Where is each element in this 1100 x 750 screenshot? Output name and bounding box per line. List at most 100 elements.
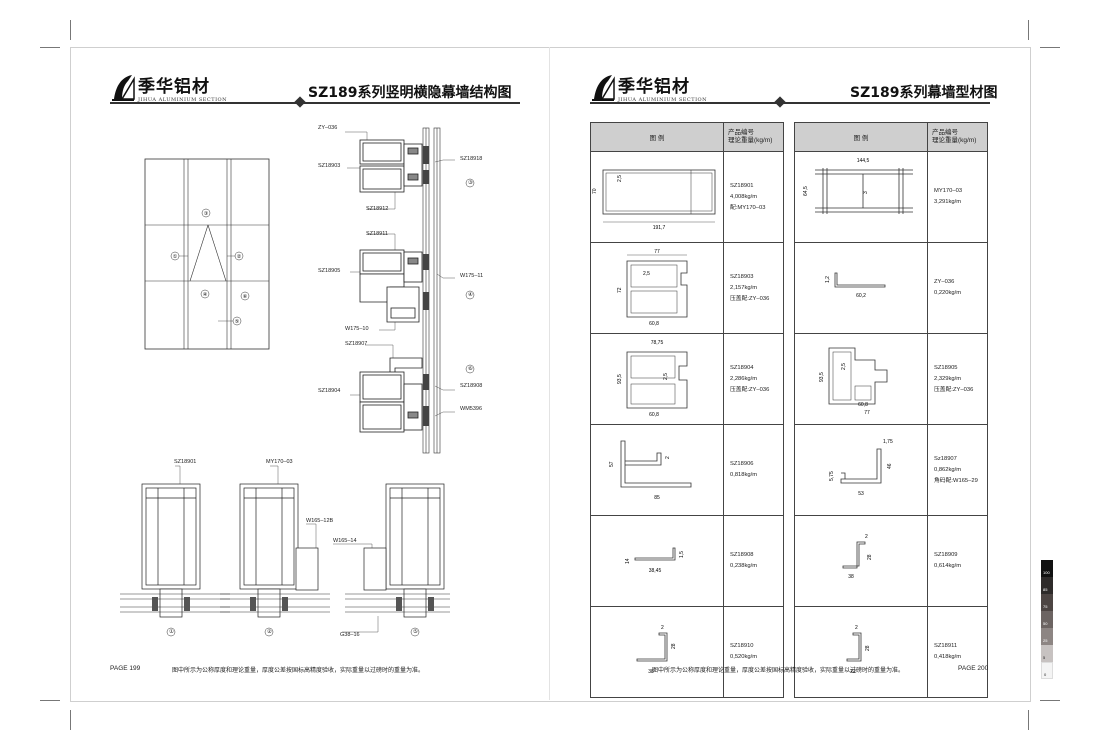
curtain-wall-elevation: ③ ① ② ④ ⑥ ⑤ xyxy=(144,158,270,350)
label-sz18904: SZ18904 xyxy=(318,388,341,394)
swatch: 85 xyxy=(1041,577,1053,594)
profile-code: SZ18904 xyxy=(730,364,754,371)
label-sz18911: SZ18911 xyxy=(366,231,388,237)
dim-label: 77 xyxy=(654,249,660,255)
dim-label: 85 xyxy=(654,495,660,501)
col-code: 产品编号 理论重量(kg/m) xyxy=(723,122,784,152)
crop-mark xyxy=(1028,710,1029,730)
label-sz18907: SZ18907 xyxy=(345,341,368,347)
profile-drawing: 144,5 64,5 3 xyxy=(794,151,928,243)
profile-drawing: 2 28 22 xyxy=(794,606,928,698)
profile-info: SZ18903 2,157kg/m 压盖配:ZY–036 xyxy=(723,242,784,334)
dim-label: 46 xyxy=(887,463,893,469)
crop-mark xyxy=(70,710,71,730)
elevation-mark: ⑤ xyxy=(235,319,240,325)
horizontal-section-drawing xyxy=(120,465,450,637)
swatch: 25 xyxy=(1041,628,1053,645)
dim-label: 77 xyxy=(864,410,870,416)
profile-weight: 2,157kg/m xyxy=(730,284,758,291)
col-legend: 图 例 xyxy=(794,122,928,152)
dim-label: 53 xyxy=(858,491,864,497)
profile-extra: 角码配:W165–29 xyxy=(934,477,978,484)
label-w175-11: W175–11 xyxy=(460,273,484,279)
dim-label: 60,8 xyxy=(649,412,659,418)
title-rule xyxy=(110,102,520,104)
brand-logo-right: 季华铝材 JIHUA ALUMINIUM SECTION xyxy=(590,72,707,103)
profile-code: SZ18910 xyxy=(730,643,754,649)
profile-weight: 0,862kg/m xyxy=(934,466,962,473)
profile-drawing: 1,2 60,2 xyxy=(794,242,928,334)
dim-label: 2 xyxy=(665,456,671,459)
profile-code: Sz18907 xyxy=(934,455,957,462)
dim-label: 64,5 xyxy=(803,186,809,196)
profile-drawing: 78,75 93,5 2,5 60,8 xyxy=(590,333,724,425)
profile-info: SZ18904 2,286kg/m 压盖配:ZY–036 xyxy=(723,333,784,425)
elevation-mark: ⑥ xyxy=(243,294,248,300)
dim-label: 78,75 xyxy=(651,340,664,346)
profile-info: SZ18910 0,520kg/m xyxy=(723,606,784,698)
brand-sub: JIHUA ALUMINIUM SECTION xyxy=(618,97,708,103)
elevation-mark: ① xyxy=(173,254,178,260)
profile-code: SZ18908 xyxy=(730,552,754,558)
profile-extra: 压盖配:ZY–036 xyxy=(730,386,770,393)
profile-info: SZ18906 0,818kg/m xyxy=(723,424,784,516)
col-code-line2: 理论重量(kg/m) xyxy=(932,137,977,144)
dim-label: 60,2 xyxy=(856,293,866,299)
left-page-title: SZ189系列竖明横隐幕墙结构图 xyxy=(308,85,512,101)
dim-label: 14 xyxy=(625,558,631,564)
profile-info: MY170–03 3,291kg/m xyxy=(927,151,988,243)
crop-mark xyxy=(40,700,60,701)
profile-weight: 0,818kg/m xyxy=(730,472,758,478)
profile-code: MY170–03 xyxy=(934,188,963,194)
dim-label: 38 xyxy=(848,574,854,580)
profile-code: SZ18906 xyxy=(730,461,754,467)
dim-label: 191,7 xyxy=(653,225,666,231)
crop-mark xyxy=(40,47,60,48)
brand-name: 季华铝材 xyxy=(138,77,210,97)
page-gutter xyxy=(549,47,550,700)
dim-label: 2 xyxy=(855,625,858,631)
col-code-line2: 理论重量(kg/m) xyxy=(728,137,773,144)
dim-label: 28 xyxy=(865,645,871,651)
footer-note-left: 图中所示为公称厚度和理论重量，厚度公差按国标高精度验收，实际重量以过磅时的重量为… xyxy=(172,668,425,674)
label-w175-10: W175–10 xyxy=(345,326,369,332)
col-code-line1: 产品编号 xyxy=(932,129,958,136)
vertical-section-drawing xyxy=(345,127,475,454)
dim-label: 1,5 xyxy=(679,551,685,558)
profile-info: SZ18905 2,329kg/m 压盖配:ZY–036 xyxy=(927,333,988,425)
profile-weight: 0,418kg/m xyxy=(934,654,962,660)
dim-label: 93,5 xyxy=(819,372,825,382)
profile-info: Sz18907 0,862kg/m 角码配:W165–29 xyxy=(927,424,988,516)
swatch: 100 xyxy=(1041,560,1053,577)
profile-info: SZ18911 0,418kg/m xyxy=(927,606,988,698)
crop-mark xyxy=(1040,47,1060,48)
dim-label: 70 xyxy=(592,188,598,194)
profile-code: SZ18909 xyxy=(934,552,958,558)
label-sz18908: SZ18908 xyxy=(460,383,483,389)
profile-drawing: 2 28 38 xyxy=(590,606,724,698)
elevation-mark: ② xyxy=(237,254,242,260)
dim-label: 38 xyxy=(648,669,654,675)
dim-label: 57 xyxy=(609,461,615,467)
title-rule xyxy=(590,102,990,104)
dim-label: 22 xyxy=(850,669,856,675)
profile-code: ZY–036 xyxy=(934,279,955,285)
label-sz18918: SZ18918 xyxy=(460,156,483,162)
dim-label: 60,8 xyxy=(858,402,868,408)
label-sz18903: SZ18903 xyxy=(318,163,341,169)
profile-drawing: 14 1,5 38,45 xyxy=(590,515,724,607)
page-number-left: PAGE 199 xyxy=(110,665,141,672)
profile-weight: 3,291kg/m xyxy=(934,199,962,205)
brand-mark-icon xyxy=(592,74,615,101)
profile-drawing: 77 2,5 72 60,8 xyxy=(590,242,724,334)
profile-drawing: 57 2 85 xyxy=(590,424,724,516)
dim-label: 28 xyxy=(671,643,677,649)
swatch: 50 xyxy=(1041,611,1053,628)
label-wm5396: WM5396 xyxy=(460,406,483,412)
label-my170-03: MY170–03 xyxy=(266,459,293,465)
profile-extra: 压盖配:ZY–036 xyxy=(934,386,974,393)
page-number-right: PAGE 200 xyxy=(958,665,989,672)
section-mark: ② xyxy=(267,629,272,635)
dim-label: 60,8 xyxy=(649,321,659,327)
profile-weight: 0,238kg/m xyxy=(730,563,758,569)
